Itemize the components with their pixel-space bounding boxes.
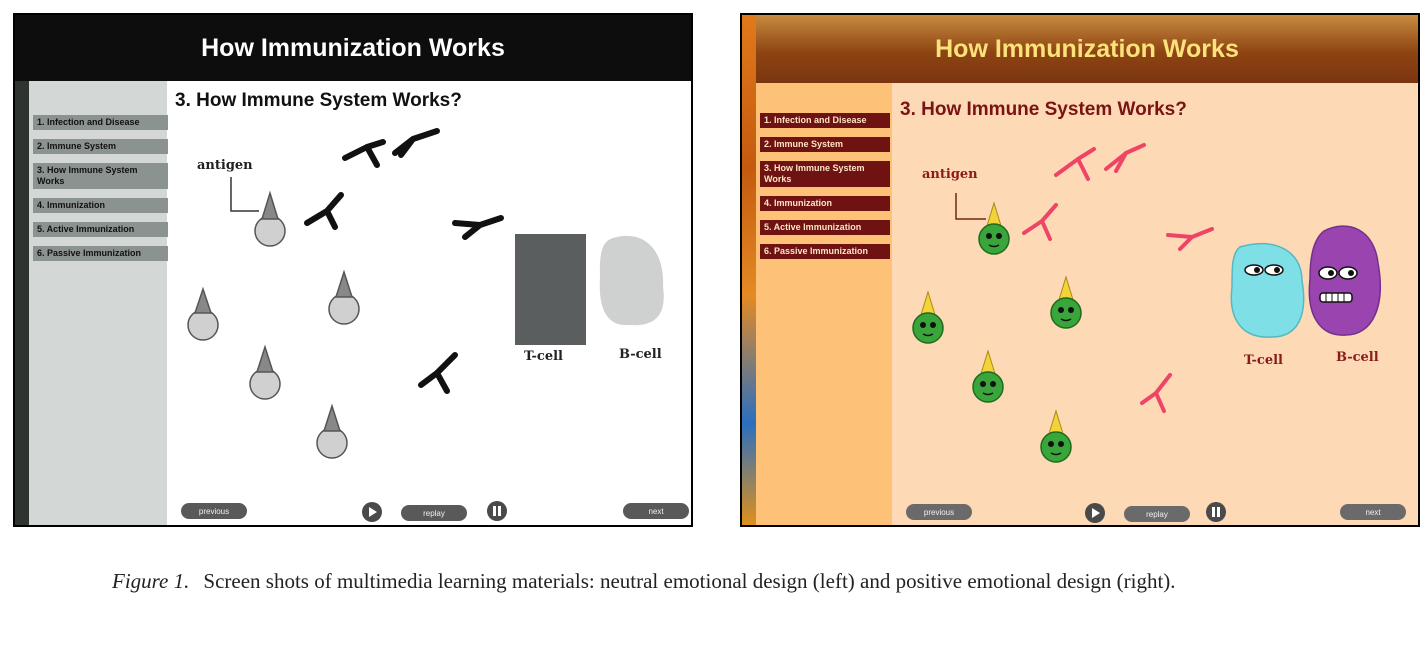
- menu-item-active-immunization[interactable]: 5. Active Immunization: [33, 222, 168, 237]
- next-button[interactable]: next: [623, 503, 689, 519]
- antibody: [304, 128, 504, 394]
- section-heading: 3. How Immune System Works?: [175, 90, 462, 111]
- lesson-menu: 1. Infection and Disease 2. Immune Syste…: [33, 115, 168, 270]
- pause-icon: [1212, 507, 1220, 517]
- lesson-title: How Immunization Works: [756, 15, 1418, 83]
- previous-button[interactable]: previous: [181, 503, 247, 519]
- antigen-pointer: [955, 193, 986, 220]
- t-cell-label: T-cell: [524, 349, 563, 364]
- next-button[interactable]: next: [1340, 504, 1406, 520]
- replay-button[interactable]: replay: [1124, 506, 1190, 522]
- lesson-sidebar: 1. Infection and Disease 2. Immune Syste…: [756, 83, 892, 525]
- play-button[interactable]: [362, 502, 382, 522]
- pause-icon: [493, 506, 501, 516]
- lesson-menu: 1. Infection and Disease 2. Immune Syste…: [760, 113, 890, 268]
- section-heading: 3. How Immune System Works?: [900, 99, 1187, 120]
- menu-item-infection[interactable]: 1. Infection and Disease: [33, 115, 168, 130]
- menu-item-immune-system[interactable]: 2. Immune System: [33, 139, 168, 154]
- menu-item-immune-system[interactable]: 2. Immune System: [760, 137, 890, 152]
- b-cell-shape: [599, 235, 664, 326]
- menu-item-how-immune-works[interactable]: 3. How Immune System Works: [33, 163, 168, 189]
- menu-item-passive-immunization[interactable]: 6. Passive Immunization: [760, 244, 890, 259]
- figure-caption: Figure 1. Screen shots of multimedia lear…: [112, 565, 1342, 597]
- b-cell-label: B-cell: [1336, 350, 1379, 365]
- b-cell-label: B-cell: [619, 347, 662, 362]
- t-cell-shape: [515, 234, 586, 345]
- pause-button[interactable]: [487, 501, 507, 521]
- lesson-title: How Immunization Works: [15, 15, 691, 81]
- play-icon: [1092, 508, 1100, 518]
- antigen-label: antigen: [197, 158, 253, 173]
- immune-illustration: [912, 143, 1381, 463]
- menu-item-infection[interactable]: 1. Infection and Disease: [760, 113, 890, 128]
- menu-item-active-immunization[interactable]: 5. Active Immunization: [760, 220, 890, 235]
- menu-item-immunization[interactable]: 4. Immunization: [33, 198, 168, 213]
- b-cell-shape: [1308, 225, 1381, 336]
- antigen-cell: [912, 201, 1082, 463]
- decorative-strip: [742, 15, 756, 525]
- caption-text: Screen shots of multimedia learning mate…: [203, 569, 1176, 593]
- replay-button[interactable]: replay: [401, 505, 467, 521]
- menu-item-how-immune-works[interactable]: 3. How Immune System Works: [760, 161, 890, 187]
- antigen-pointer: [230, 177, 259, 212]
- t-cell-label: T-cell: [1244, 353, 1283, 368]
- previous-button[interactable]: previous: [906, 504, 972, 520]
- play-button[interactable]: [1085, 503, 1105, 523]
- pause-button[interactable]: [1206, 502, 1226, 522]
- antigen-cell: [187, 190, 360, 459]
- play-icon: [369, 507, 377, 517]
- positive-design-screenshot: How Immunization Works 1. Infection and …: [740, 13, 1420, 527]
- menu-item-passive-immunization[interactable]: 6. Passive Immunization: [33, 246, 168, 261]
- immune-illustration: [187, 128, 664, 459]
- neutral-design-screenshot: How Immunization Works 1. Infection and …: [13, 13, 693, 527]
- t-cell-shape: [1230, 242, 1305, 338]
- lesson-sidebar: 1. Infection and Disease 2. Immune Syste…: [15, 81, 168, 525]
- antibody: [1022, 143, 1214, 413]
- antigen-label: antigen: [922, 167, 978, 182]
- menu-item-immunization[interactable]: 4. Immunization: [760, 196, 890, 211]
- figure-label: Figure 1.: [112, 569, 190, 593]
